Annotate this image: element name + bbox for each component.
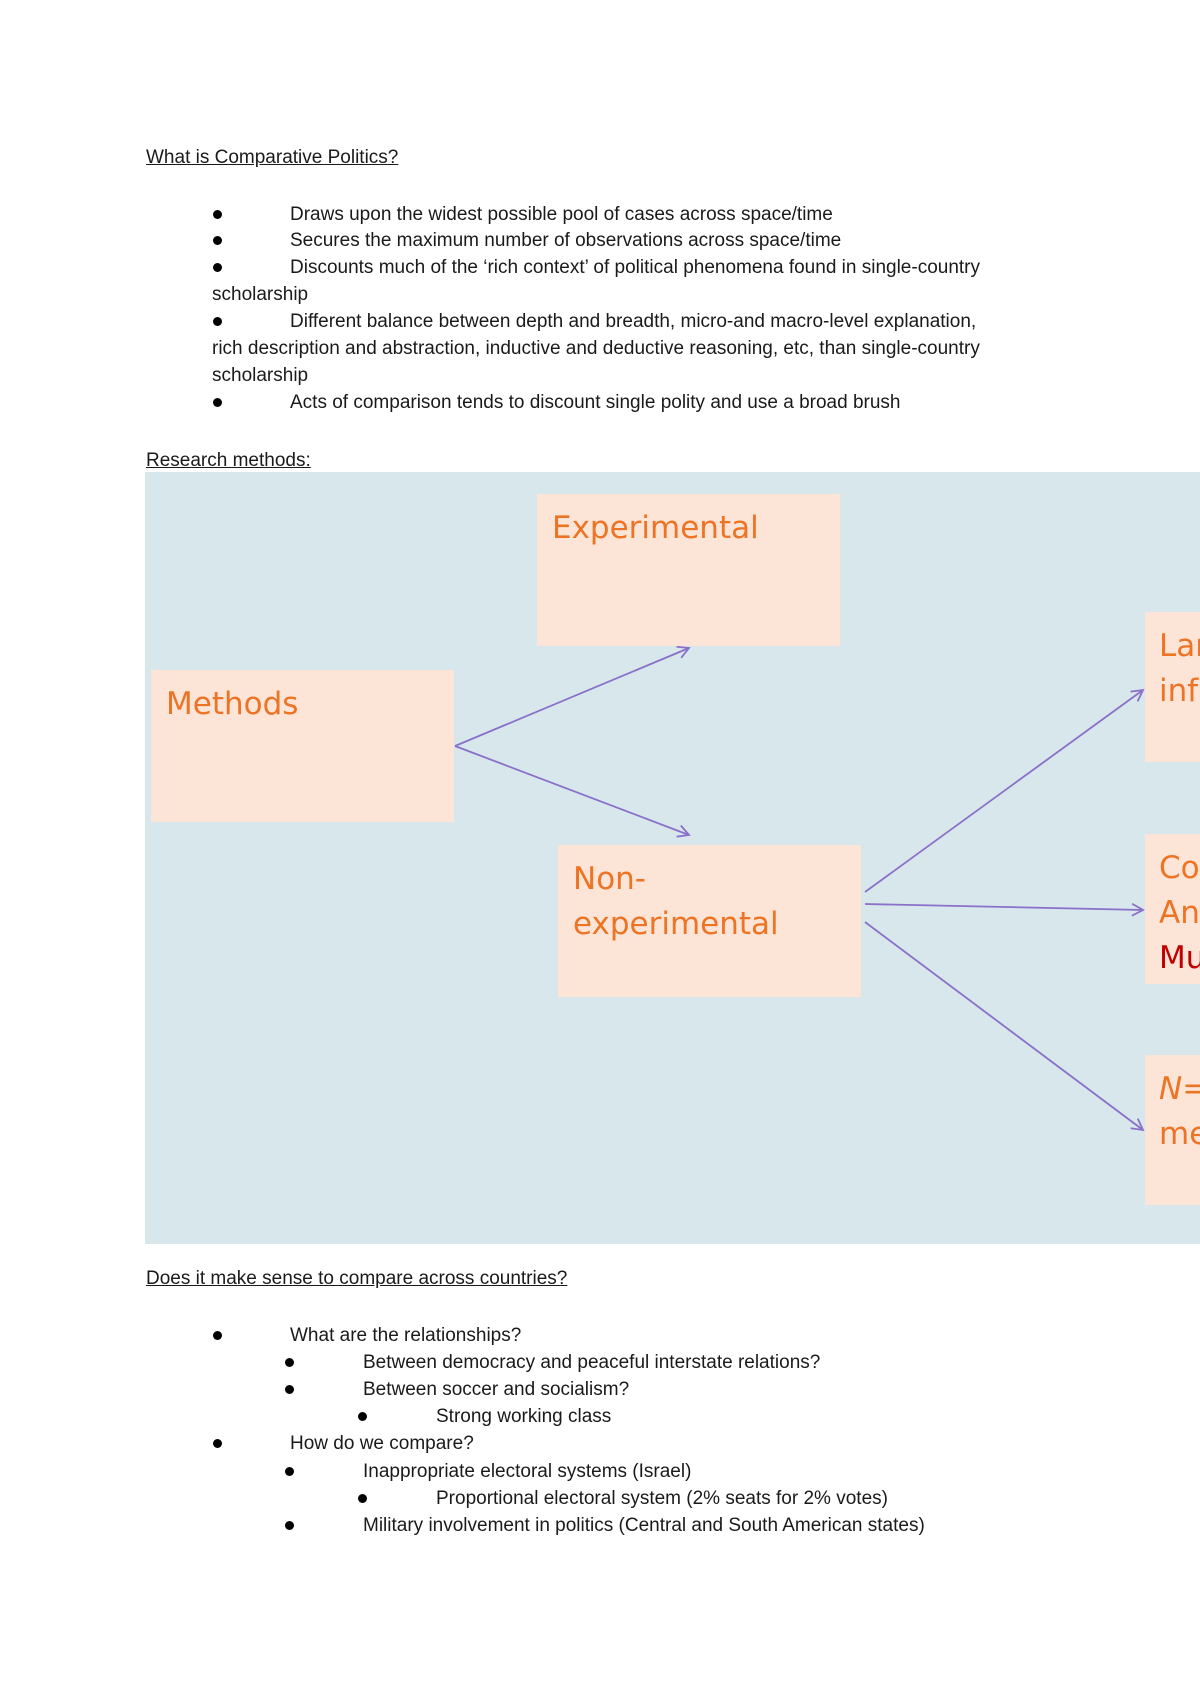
equals-sign: =	[1182, 1071, 1200, 1107]
box-right-bottom: N= me	[1145, 1055, 1200, 1205]
bullet-icon	[213, 263, 222, 272]
arrow-methods-to-nonexperimental	[454, 745, 691, 838]
bullet-icon	[358, 1412, 367, 1421]
box-experimental: Experimental	[537, 494, 840, 646]
arrow-nonexp-to-right-middle	[864, 902, 1145, 917]
bullet-text: Acts of comparison tends to discount sin…	[290, 392, 901, 413]
box-right-top: Lar inf	[1145, 612, 1200, 762]
bullet-text: Discounts much of the ‘rich context’ of …	[290, 257, 981, 278]
box-right-bottom-line1: N=	[1159, 1067, 1200, 1112]
bullet-text: Draws upon the widest possible pool of c…	[290, 204, 833, 225]
list-item-level2: Between soccer and socialism?	[363, 1379, 630, 1400]
bullet-icon	[358, 1494, 367, 1503]
box-right-top-line1: Lar	[1159, 628, 1200, 664]
heading-research-methods: Research methods:	[146, 450, 311, 471]
bullet-text: Secures the maximum number of observatio…	[290, 230, 842, 251]
box-right-middle-line3: Mu	[1159, 940, 1200, 976]
list-item-level3: Strong working class	[436, 1406, 612, 1427]
diagram-connectors	[454, 645, 1145, 1132]
bullet-icon	[285, 1521, 294, 1530]
bullet-icon	[285, 1385, 294, 1394]
bullet-text-continuation: scholarship	[212, 365, 309, 386]
heading-compare-across-countries: Does it make sense to compare across cou…	[146, 1268, 568, 1289]
bullet-text-continuation: rich description and abstraction, induct…	[212, 338, 980, 359]
arrow-methods-to-experimental	[454, 645, 691, 747]
box-non-experimental: Non- experimental	[558, 845, 861, 997]
bullet-icon	[213, 1331, 222, 1340]
n-italic: N	[1159, 1071, 1183, 1107]
box-right-bottom-line2: me	[1159, 1116, 1200, 1152]
list-item-level1: What are the relationships?	[290, 1325, 522, 1346]
list-item-level2: Military involvement in politics (Centra…	[363, 1515, 925, 1536]
bullet-icon	[213, 398, 222, 407]
list-item-level3: Proportional electoral system (2% seats …	[436, 1488, 888, 1509]
box-methods-label: Methods	[166, 686, 299, 722]
list-item-level2: Inappropriate electoral systems (Israel)	[363, 1461, 692, 1482]
box-experimental-label: Experimental	[552, 510, 759, 546]
bullet-text: Different balance between depth and brea…	[290, 311, 977, 332]
arrow-nonexp-to-right-top	[864, 688, 1145, 893]
box-right-top-line2: inf	[1159, 673, 1199, 709]
bullet-text-continuation: scholarship	[212, 284, 309, 305]
box-right-middle-line2: An	[1159, 895, 1200, 931]
bullet-icon	[213, 210, 222, 219]
heading-comparative-politics: What is Comparative Politics?	[146, 147, 399, 168]
bullet-icon	[213, 236, 222, 245]
bullet-icon	[213, 1439, 222, 1448]
arrow-nonexp-to-right-bottom	[864, 921, 1145, 1132]
research-methods-diagram: Methods Experimental Non- experimental L…	[145, 472, 1200, 1244]
box-right-middle-line1: Co	[1159, 850, 1200, 886]
box-nonexp-line1: Non-	[573, 861, 646, 897]
box-nonexp-line2: experimental	[573, 906, 779, 942]
bullet-icon	[285, 1467, 294, 1476]
list-item-level1: How do we compare?	[290, 1433, 474, 1454]
box-right-middle: Co An Mu	[1145, 834, 1200, 984]
list-item-level2: Between democracy and peaceful interstat…	[363, 1352, 821, 1373]
bullet-icon	[285, 1358, 294, 1367]
bullet-icon	[213, 317, 222, 326]
box-methods: Methods	[151, 670, 454, 822]
